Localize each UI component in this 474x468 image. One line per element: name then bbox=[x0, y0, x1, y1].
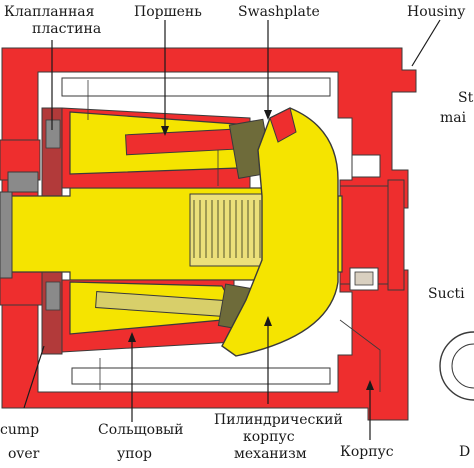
shaft-seal-left bbox=[0, 191, 13, 279]
valve-plate-insert-top bbox=[45, 119, 61, 149]
leader-housing-top bbox=[411, 19, 441, 67]
label-stroke-1: St bbox=[458, 90, 474, 106]
label-edge-d: D bbox=[459, 444, 470, 460]
label-suction: Sucti bbox=[428, 286, 465, 302]
housing-lower-recess bbox=[71, 367, 331, 385]
fitting-ring-inner bbox=[451, 343, 474, 389]
left-bearing-top bbox=[7, 171, 39, 193]
labels: Клапланная пластина Поршень Swashplate H… bbox=[0, 4, 474, 462]
label-housing-bottom: Корпус bbox=[340, 444, 394, 460]
label-piston: Поршень bbox=[134, 4, 202, 20]
swashplate bbox=[221, 107, 339, 357]
label-valve-plate-2: пластина bbox=[32, 21, 101, 37]
boss-bearing-top bbox=[351, 154, 381, 178]
arrow-swashplate bbox=[264, 110, 272, 120]
boss-bearing-bottom-inner bbox=[354, 271, 374, 286]
housing bbox=[1, 47, 417, 421]
label-housing-top: Housiny bbox=[407, 4, 465, 20]
arrow-cylinder bbox=[264, 316, 272, 326]
label-pump-cover-2: over bbox=[8, 446, 40, 462]
housing-body bbox=[1, 47, 417, 421]
right-edge-fitting bbox=[439, 331, 474, 401]
label-pump-cover-1: cump bbox=[0, 422, 39, 438]
label-stroke-2: mai bbox=[440, 110, 467, 126]
swashplate-face bbox=[269, 107, 297, 143]
housing-right-flange bbox=[387, 179, 405, 291]
label-retainer-1: Сольщовый bbox=[98, 422, 183, 438]
label-cylinder-3: механизм bbox=[234, 446, 307, 462]
label-cylinder-1: Пилиндрический bbox=[214, 412, 343, 428]
cylinder-block bbox=[61, 107, 273, 353]
arrow-housing-bottom bbox=[366, 380, 374, 390]
arrow-piston bbox=[161, 126, 169, 136]
swashplate-body bbox=[221, 107, 339, 357]
label-valve-plate-1: Клапланная bbox=[4, 4, 95, 20]
label-cylinder-2: корпус bbox=[243, 429, 295, 445]
leader-pump-cover bbox=[23, 345, 45, 409]
arrow-retainer bbox=[128, 332, 136, 342]
internal-outlines bbox=[87, 80, 381, 392]
leader-lines bbox=[23, 19, 441, 440]
housing-upper-recess bbox=[61, 77, 331, 97]
label-retainer-2: упор bbox=[117, 446, 152, 462]
valve-plate-insert-bottom bbox=[45, 281, 61, 311]
label-swashplate: Swashplate bbox=[238, 4, 320, 20]
